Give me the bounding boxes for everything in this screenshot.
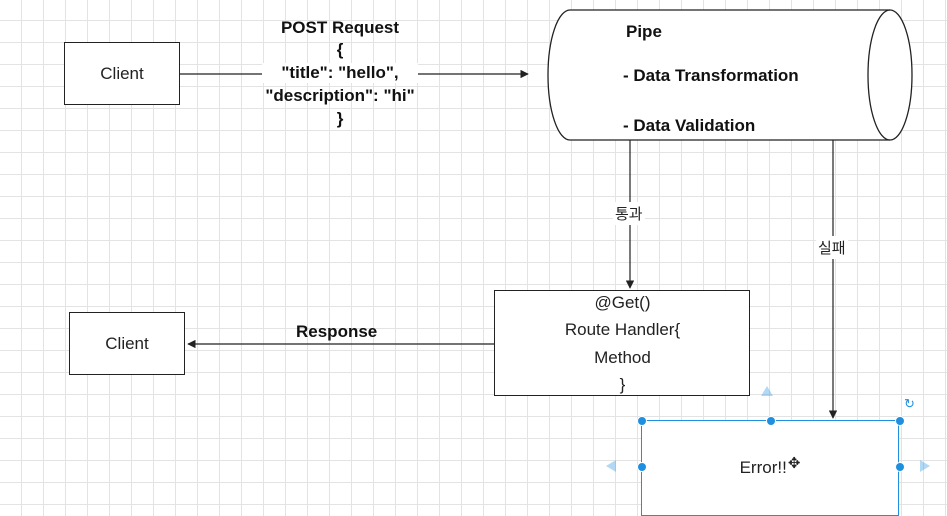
connectors xyxy=(180,9,930,472)
request-body-line: { xyxy=(336,40,344,59)
route-handler-method: Method xyxy=(594,348,651,367)
client-top-label: Client xyxy=(100,63,144,83)
client-bottom-label: Client xyxy=(105,333,149,353)
pipe-item-validation: - Data Validation xyxy=(623,116,756,135)
response-label: Response xyxy=(296,322,378,341)
resize-handle-middle-left[interactable] xyxy=(637,462,647,472)
request-title: POST Request xyxy=(280,18,400,37)
request-body-line: "description": "hi" xyxy=(265,86,415,105)
fail-label: 실패 xyxy=(816,236,848,259)
request-body-line: "title": "hello", xyxy=(262,63,418,83)
pipe-title: Pipe xyxy=(626,22,662,41)
pass-label: 통과 xyxy=(613,202,645,225)
resize-handle-top-left[interactable] xyxy=(637,416,647,426)
route-handler-close: } xyxy=(619,375,626,394)
client-node-top[interactable]: Client xyxy=(64,42,180,105)
route-handler-node[interactable] xyxy=(494,290,750,396)
pipe-cylinder[interactable] xyxy=(547,9,913,141)
selection-guide-icon xyxy=(606,386,930,472)
rotate-handle-icon[interactable]: ↻ xyxy=(904,396,915,411)
client-node-bottom[interactable]: Client xyxy=(69,312,185,375)
resize-handle-middle-right[interactable] xyxy=(895,462,905,472)
resize-handle-top-middle[interactable] xyxy=(766,416,776,426)
move-cursor-icon: ✥ xyxy=(787,455,801,472)
request-body-line: } xyxy=(336,109,344,128)
error-label: Error!! xyxy=(739,458,787,477)
route-handler-signature: Route Handler{ xyxy=(564,320,681,339)
error-node[interactable]: Error!! ✥ xyxy=(641,420,899,516)
resize-handle-top-right[interactable] xyxy=(895,416,905,426)
pipe-item-transformation: - Data Transformation xyxy=(623,66,799,85)
route-handler-decorator: @Get() xyxy=(594,293,651,312)
